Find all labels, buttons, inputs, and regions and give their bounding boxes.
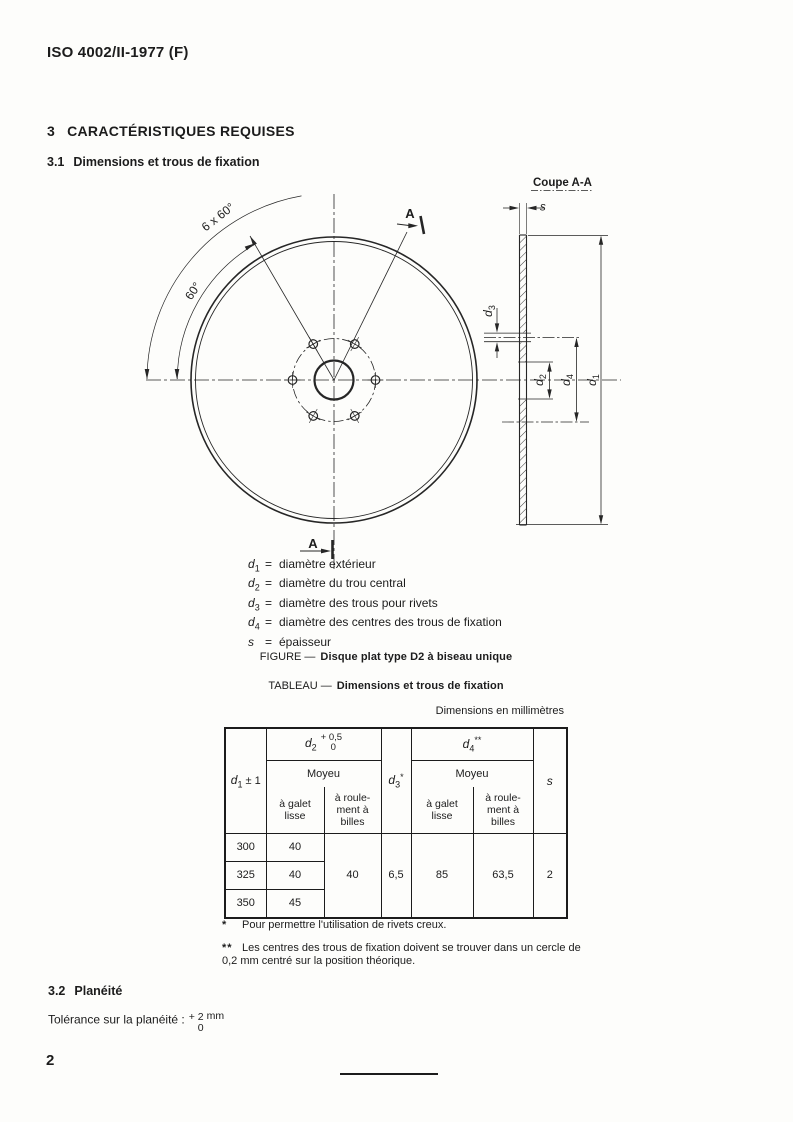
section-title: CARACTÉRISTIQUES REQUISES: [67, 123, 295, 139]
cell-d4-roulement: 63,5: [472, 832, 534, 918]
technical-drawing: 6 x 60° 60° A A: [130, 172, 645, 577]
figure-caption: FIGURE —Disque plat type D2 à biseau uni…: [259, 651, 513, 663]
label-60deg: 60°: [182, 279, 204, 302]
legend-item: d3=diamètre des trous pour rivets: [248, 595, 438, 613]
section-number: 3.1: [47, 155, 65, 169]
arrowhead: [574, 337, 579, 347]
arrowhead: [244, 243, 255, 251]
a-marker-line: [396, 223, 410, 226]
legend-item: d1=diamètre extérieur: [248, 557, 376, 574]
col-header-d1: d1 ± 1: [224, 727, 267, 834]
arrowhead: [250, 236, 257, 246]
rivet-hole: [367, 372, 384, 388]
front-view: [144, 194, 621, 577]
central-hole: [313, 359, 355, 401]
table-caption: TABLEAU —Dimensions et trous de fixation: [268, 680, 504, 692]
legend-item: d4=diamètre des centres des trous de fix…: [248, 615, 502, 632]
arc-6x60: [146, 195, 302, 380]
legend-item: s=épaisseur: [248, 634, 332, 649]
coupe-aa-title: Coupe A-A: [533, 177, 592, 189]
disc-drawing-svg: 6 x 60° 60° A A: [144, 177, 621, 577]
disc-outer-edge: [190, 236, 478, 524]
label-a-bottom: A: [308, 536, 318, 551]
section-plane-tick: [419, 215, 426, 235]
rivet-hole: [306, 408, 321, 424]
arrowhead: [494, 323, 500, 333]
legend-item: d2=diamètre du trou central: [248, 576, 406, 593]
arrowhead: [527, 205, 537, 211]
label-s: s: [540, 202, 546, 214]
units-note: Dimensions en millimètres: [435, 705, 564, 717]
cell-d1: 325: [224, 860, 267, 890]
footnote-2: **Les centres des trous de fixation doiv…: [222, 941, 581, 968]
col-header-s: s: [532, 727, 568, 834]
cell-d2-galet: 40: [265, 860, 325, 890]
section-view: [484, 190, 608, 526]
label-d3: d3: [481, 305, 497, 317]
arrowhead: [598, 515, 604, 525]
cell-s: 2: [532, 832, 568, 918]
arrowhead: [408, 223, 418, 229]
cell-d2-roulement: 40: [323, 832, 382, 918]
disc-bevel-edge: [195, 241, 473, 519]
cell-d2-galet: 40: [265, 832, 325, 862]
section-line-a: [333, 231, 408, 381]
section-number: 3.2: [48, 984, 66, 998]
cell-d1: 350: [224, 888, 267, 918]
table-row: 325 40: [224, 860, 567, 890]
cell-d4-galet: 85: [410, 832, 474, 918]
rivet-hole: [347, 336, 362, 352]
table-row: 300 40 40 6,5 85 63,5 2: [224, 832, 568, 918]
col-header-d4: d4**: [410, 727, 534, 761]
arrowhead: [547, 389, 552, 399]
arrowhead: [574, 412, 579, 422]
label-d4: d4: [559, 374, 575, 386]
rivet-hole: [347, 408, 362, 424]
arrowhead: [509, 205, 519, 211]
label-d2: d2: [532, 374, 548, 386]
cell-d2-galet: 45: [265, 888, 325, 918]
footer-rule: [340, 1073, 438, 1075]
arc-60: [176, 244, 255, 380]
subheader-roulement: à roule- ment à billes: [472, 786, 534, 834]
subheader-roulement: à roule- ment à billes: [323, 786, 382, 834]
arrowhead: [494, 342, 500, 352]
label-d1: d1: [585, 374, 601, 386]
label-a-top: A: [405, 206, 415, 221]
arrowhead: [598, 235, 604, 245]
radial-line-60deg: [249, 235, 335, 381]
subheader-galet-lisse: à galet lisse: [265, 786, 324, 834]
arrowhead: [321, 548, 331, 554]
section-3-heading: 3 CARACTÉRISTIQUES REQUISES: [47, 123, 295, 139]
col-header-d3: d3*: [380, 727, 412, 834]
table-footnotes: *Pour permettre l'utilisation de rivets …: [222, 919, 590, 969]
subheader-moyeu: Moyeu: [410, 759, 534, 787]
cell-d3: 6,5: [380, 832, 412, 918]
arrowhead: [144, 369, 150, 380]
arrowhead: [174, 369, 180, 380]
label-6x60: 6 x 60°: [199, 200, 237, 234]
dimension-legend: d1=diamètre extérieur d2=diamètre du tro…: [248, 557, 502, 654]
section-title: Planéité: [74, 984, 123, 998]
page-number: 2: [46, 1052, 55, 1069]
footnote-1: *Pour permettre l'utilisation de rivets …: [222, 919, 447, 931]
section-3-1-heading: 3.1 Dimensions et trous de fixation: [47, 155, 260, 169]
rivet-hole: [284, 372, 301, 388]
cell-d1: 300: [224, 832, 267, 862]
section-3-2-heading: 3.2 Planéité: [48, 984, 122, 998]
subheader-galet-lisse: à galet lisse: [410, 786, 474, 834]
section-title: Dimensions et trous de fixation: [73, 155, 260, 169]
table-row: 350 45: [224, 888, 567, 918]
doc-reference: ISO 4002/II-1977 (F): [47, 44, 189, 61]
arrowhead: [547, 362, 552, 372]
section-number: 3: [47, 123, 56, 139]
subheader-moyeu: Moyeu: [265, 759, 382, 787]
